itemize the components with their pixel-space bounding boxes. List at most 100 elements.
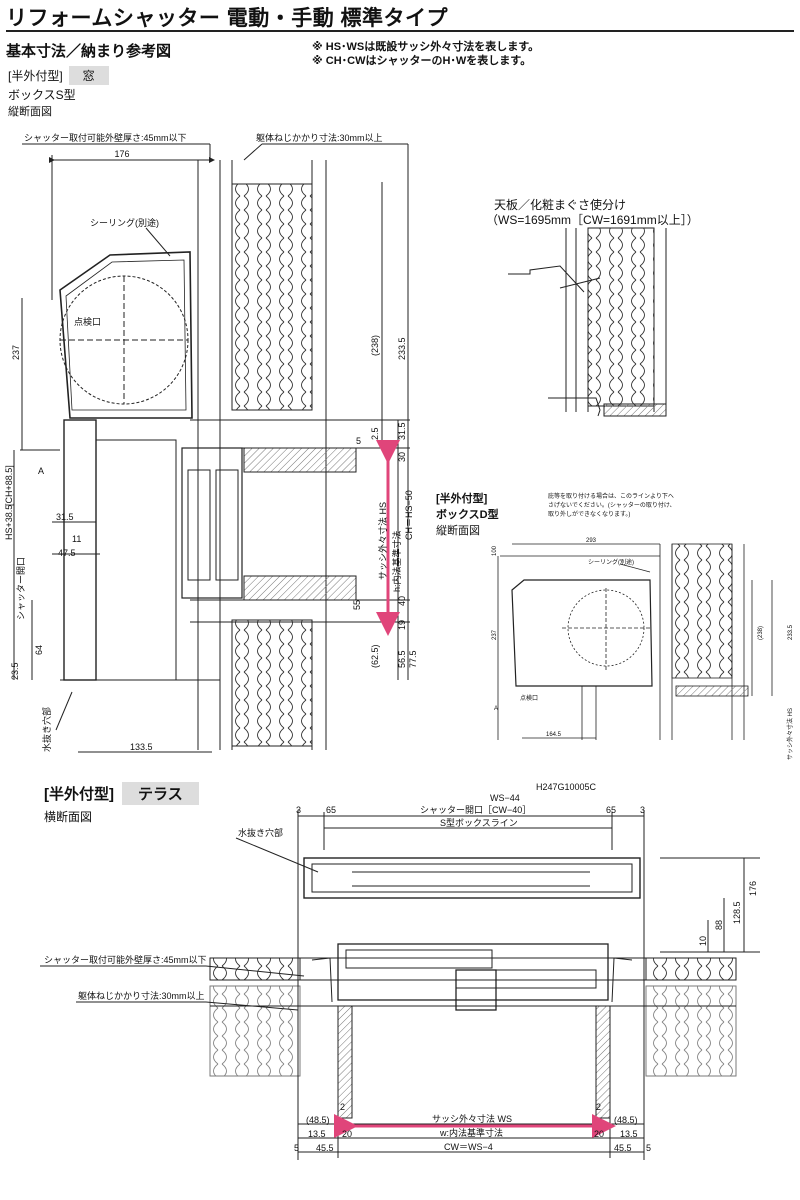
dim-h-2-right: 2 (596, 1102, 601, 1112)
dim-h-48-5-right: (48.5) (614, 1115, 638, 1125)
horizontal-type-label: [半外付型] テラス (44, 782, 199, 805)
dim-h-13-5-left: 13.5 (308, 1129, 326, 1139)
callout-mount-wall: シャッター取付可能外壁厚さ:45mm以下 (24, 132, 187, 143)
boxd-type-label: [半外付型] (436, 493, 488, 505)
horizontal-type-text: [半外付型] (44, 786, 114, 803)
dim-62-5: (62.5) (370, 644, 380, 668)
dim-h-48-5-left: (48.5) (306, 1115, 330, 1125)
dim-56-5: 56.5 (397, 650, 407, 668)
dim-5: 5 (356, 436, 361, 446)
dim-h-45-5-left: 45.5 (316, 1143, 334, 1153)
dim-133-5: 133.5 (130, 742, 153, 752)
dim-h-5-right: 5 (646, 1143, 651, 1153)
callout-sealing: シーリング(別途) (90, 217, 159, 228)
dim-h-3-left: 3 (296, 805, 301, 815)
boxd-note-1: 庇等を取り付ける場合は、このラインより下へ (548, 492, 674, 500)
boxd-texts: 293 100 237 (238) 233.5 164.5 シーリング(別途) … (492, 538, 794, 760)
page-title: リフォームシャッター 電動・手動 標準タイプ (6, 7, 449, 30)
dim-40: 40 (397, 596, 407, 606)
label-opening-h: シャッター開口［CW−40］ (420, 805, 531, 815)
label-opening: シャッター開口 (16, 557, 26, 620)
label-ch-plus: [CH+88.5] (4, 465, 14, 506)
horizontal-drawing (40, 810, 760, 1160)
vertical-box-label: ボックスS型 (8, 88, 76, 102)
boxd-view-label: 縦断面図 (436, 525, 480, 537)
dim-h-2-left: 2 (340, 1102, 345, 1112)
title-rule (6, 30, 794, 32)
callout-mount-wall-h: シャッター取付可能外壁厚さ:45mm以下 (44, 954, 207, 965)
label-ch-eq: CH＝HS−50 (404, 490, 414, 540)
dim-h-65-right: 65 (606, 805, 616, 815)
dim-h-176: 176 (748, 881, 758, 896)
dim-30: 30 (397, 452, 407, 462)
dim-h-5-left: 5 (294, 1143, 299, 1153)
note-hs-ws: ※ HS･WSは既設サッシ外々寸法を表します。 (312, 41, 540, 53)
label-cw-eq: CW＝WS−4 (444, 1142, 493, 1152)
vertical-view-label: 縦断面図 (8, 106, 52, 118)
top-detail-condition: （WS=1695mm［CW=1691mm以上］） (486, 213, 699, 227)
doc-code: H247G10005C (536, 782, 597, 792)
boxd-dim-233-5: 233.5 (788, 624, 794, 640)
dim-23-5: 23.5 (10, 662, 20, 680)
vertical-type-label: [半外付型] 窓 (8, 66, 109, 85)
dim-h-20-left: 20 (342, 1129, 352, 1139)
boxd-sash: サッシ外々寸法 HS (786, 708, 794, 760)
section-title: 基本寸法／納まり参考図 (6, 43, 172, 60)
boxd-dim-237: 237 (492, 629, 498, 640)
boxd-note-3: 取り外しができなくなります。) (548, 510, 630, 518)
dim-h-3-right: 3 (640, 805, 645, 815)
label-hs-plus: HS+38.5 (4, 505, 14, 540)
dim-47-5: 47.5 (58, 548, 76, 558)
dim-h-10: 10 (698, 936, 708, 946)
dim-64: 64 (34, 645, 44, 655)
callout-inspection: 点検口 (74, 316, 101, 327)
top-detail-title: 天板／化粧まぐさ使分け (494, 198, 627, 212)
label-inner-w: w:内法基準寸法 (439, 1127, 503, 1138)
horizontal-texts: H247G10005C WS−44 シャッター開口［CW−40］ S型ボックスラ… (44, 782, 758, 1153)
label-box-line: S型ボックスライン (440, 818, 518, 828)
top-detail-drawing (508, 227, 667, 417)
label-sash-outer: サッシ外々寸法 HS (377, 502, 388, 580)
boxd-label-a: A (494, 706, 498, 712)
dim-31-5b: 31.5 (56, 512, 74, 522)
dim-238: (238) (370, 335, 380, 356)
label-inner-std: h:内法基準寸法 (391, 530, 402, 592)
vertical-type-text: [半外付型] (8, 69, 63, 83)
dim-55: 55 (352, 600, 362, 610)
boxd-box-label: ボックスD型 (436, 509, 499, 521)
vertical-section (13, 143, 410, 753)
dim-h-88: 88 (714, 920, 724, 930)
label-ws-44: WS−44 (490, 793, 520, 803)
dim-77-5: 77.5 (408, 650, 418, 668)
horizontal-view-label: 横断面図 (44, 810, 93, 824)
dim-h-20-right: 20 (594, 1129, 604, 1139)
boxd-dim-100: 100 (492, 545, 498, 556)
boxd-note-2: さげないでください。(シャッターの取り付け、 (548, 501, 676, 509)
dim-2-5: 2.5 (370, 427, 380, 440)
boxd-dim-164-5: 164.5 (546, 732, 562, 738)
boxd-dim-238: (238) (758, 626, 764, 640)
boxd-sealing: シーリング(別途) (588, 558, 634, 566)
vertical-texts: シャッター取付可能外壁厚さ:45mm以下 躯体ねじかかり寸法:30mm以上 17… (4, 132, 418, 752)
boxd-dim-293: 293 (586, 538, 597, 544)
callout-screw-h: 躯体ねじかかり寸法:30mm以上 (78, 990, 205, 1001)
dim-h-65-left: 65 (326, 805, 336, 815)
vertical-type-chip: 窓 (68, 66, 109, 85)
dim-233-5: 233.5 (397, 337, 407, 360)
dim-h-128-5: 128.5 (732, 901, 742, 924)
label-a: A (38, 466, 44, 476)
callout-drain: 水抜き穴部 (41, 707, 52, 752)
dim-h-13-5-right: 13.5 (620, 1129, 638, 1139)
note-ch-cw: ※ CH･CWはシャッターのH･Wを表します。 (312, 55, 532, 67)
dim-176: 176 (114, 149, 129, 159)
dim-237: 237 (11, 345, 21, 360)
dim-11: 11 (72, 534, 81, 544)
dim-19: 19 (397, 620, 407, 630)
dim-h-45-5-right: 45.5 (614, 1143, 632, 1153)
label-sash-ws: サッシ外々寸法 WS (432, 1113, 512, 1124)
horizontal-type-chip: テラス (122, 782, 199, 805)
boxd-inspection: 点検口 (520, 694, 538, 702)
callout-drain-h: 水抜き穴部 (238, 827, 283, 838)
dim-31-5: 31.5 (397, 422, 407, 440)
